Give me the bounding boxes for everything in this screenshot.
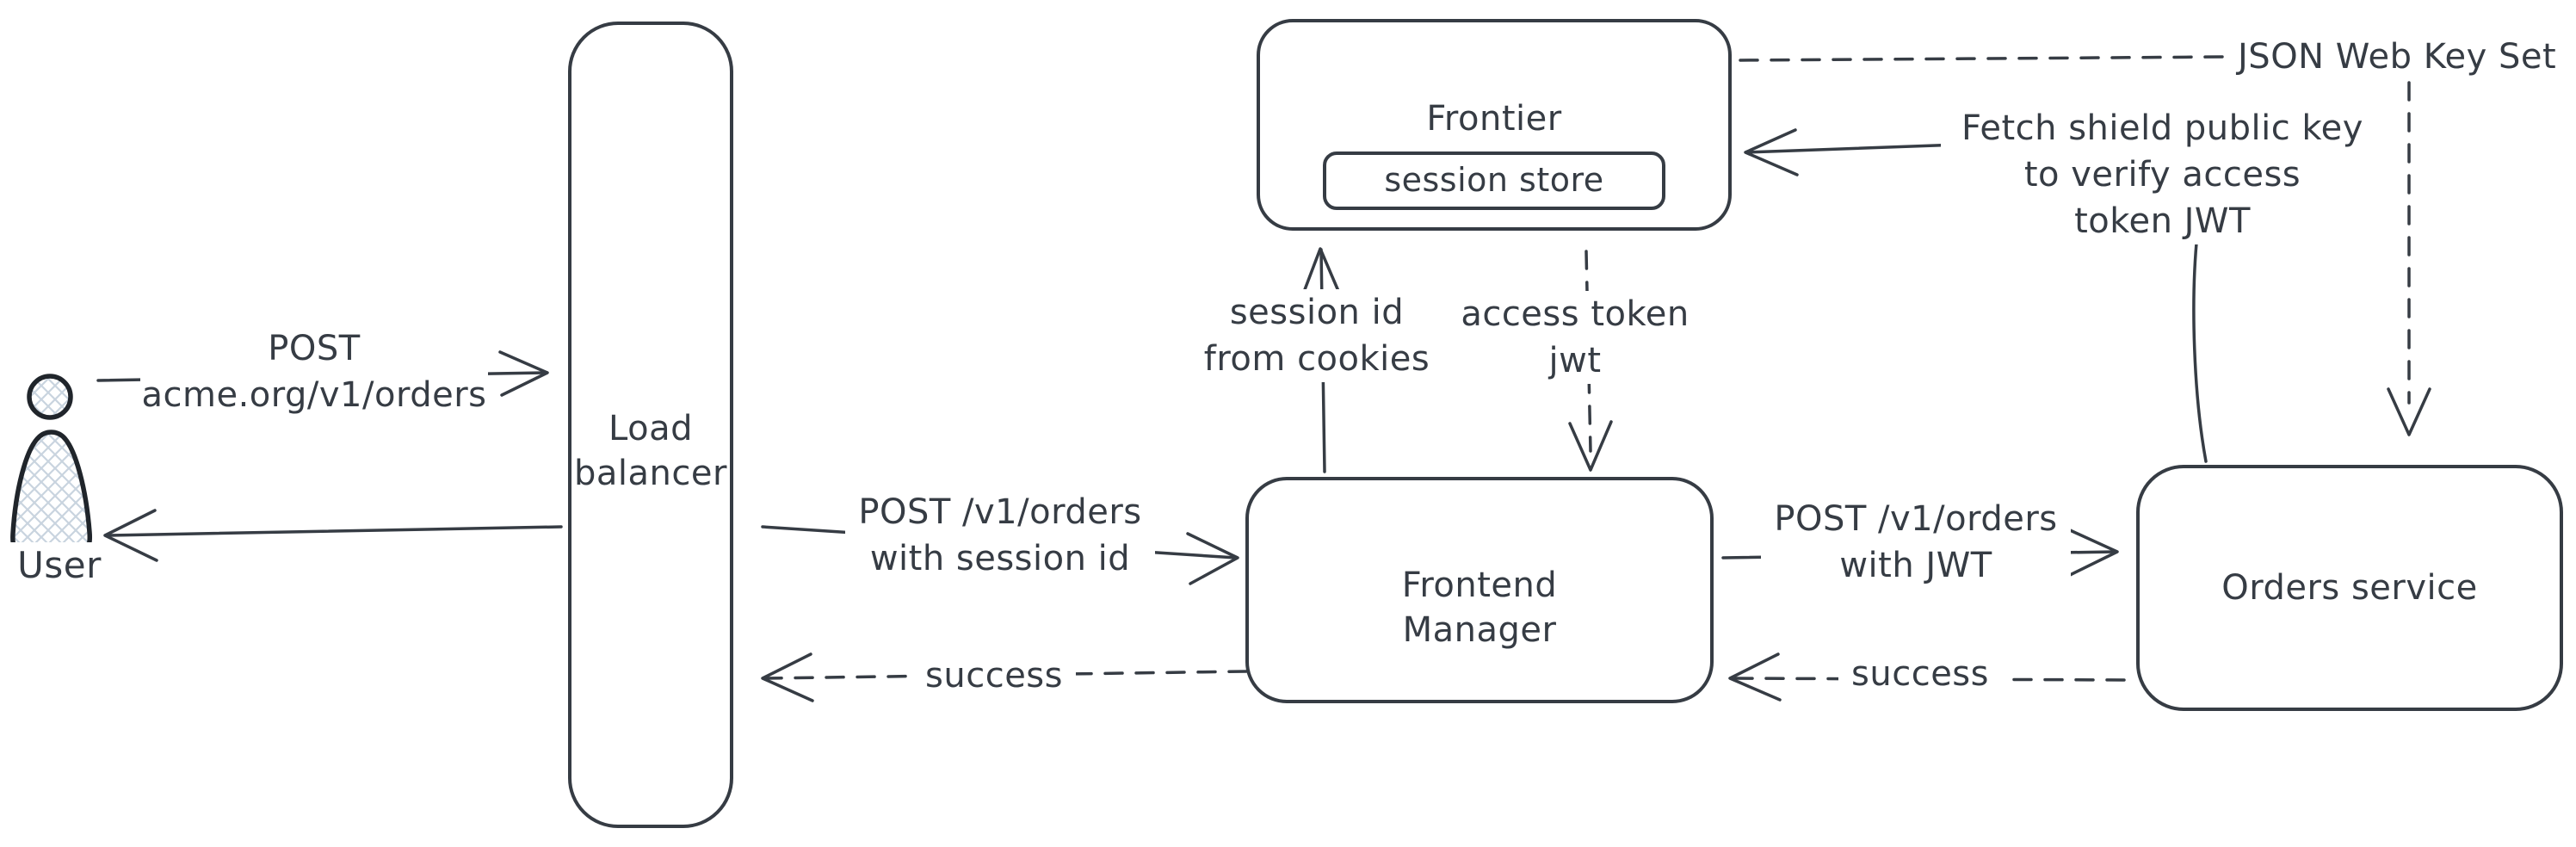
arrowhead-jwks-to-orders <box>2387 387 2431 436</box>
edge-label-success-lb: success <box>912 652 1076 699</box>
edge-label-access-token-jwt: access token jwt <box>1455 291 1696 384</box>
user-label: User <box>3 542 115 590</box>
frontier-node: Frontier session store <box>1257 19 1732 231</box>
arrowhead-user-to-lb <box>498 350 549 397</box>
edge-label-success-orders: success <box>1838 651 2002 697</box>
edge-label-session-id-cookies: session id from cookies <box>1196 289 1437 382</box>
arrowhead-lb-to-user <box>103 509 158 562</box>
arrowhead-fm-to-orders <box>2066 528 2119 577</box>
orders-service-node: Orders service <box>2136 465 2563 711</box>
arrow-fm-to-lb <box>763 670 1248 680</box>
arrowhead-frontier-to-fm <box>1568 420 1613 472</box>
arrowhead-fetch-key <box>1744 128 1799 176</box>
session-store-node: session store <box>1323 151 1665 210</box>
edge-label-post-session-id: POST /v1/orders with session id <box>845 489 1155 582</box>
frontend-manager-node: Frontend Manager <box>1245 477 1714 703</box>
frontier-label: Frontier <box>1426 99 1562 139</box>
arrowhead-fm-to-frontier <box>1300 247 1343 300</box>
edge-label-post-jwt: POST /v1/orders with JWT <box>1761 496 2071 589</box>
edge-label-fetch-shield-key: Fetch shield public key to verify access… <box>1941 105 2384 244</box>
edge-label-post-acme: POST acme.org/v1/orders <box>140 325 488 418</box>
curve-orders-to-frontier <box>2192 232 2208 463</box>
load-balancer-label: Load balancer <box>574 409 727 493</box>
person-icon <box>10 374 93 560</box>
frontend-manager-label: Frontend Manager <box>1401 565 1558 650</box>
session-store-label: session store <box>1384 161 1604 200</box>
arrow-lb-to-user <box>105 525 563 537</box>
line-frontier-to-jwks <box>1739 55 2229 62</box>
arrowhead-fm-to-lb <box>761 652 814 702</box>
arrowhead-orders-to-fm <box>1728 652 1782 702</box>
arrowhead-lb-to-fm <box>1186 532 1239 585</box>
orders-service-label: Orders service <box>2221 568 2478 608</box>
load-balancer-node: Load balancer <box>568 22 733 828</box>
jwks-label: JSON Web Key Set <box>2238 34 2569 79</box>
